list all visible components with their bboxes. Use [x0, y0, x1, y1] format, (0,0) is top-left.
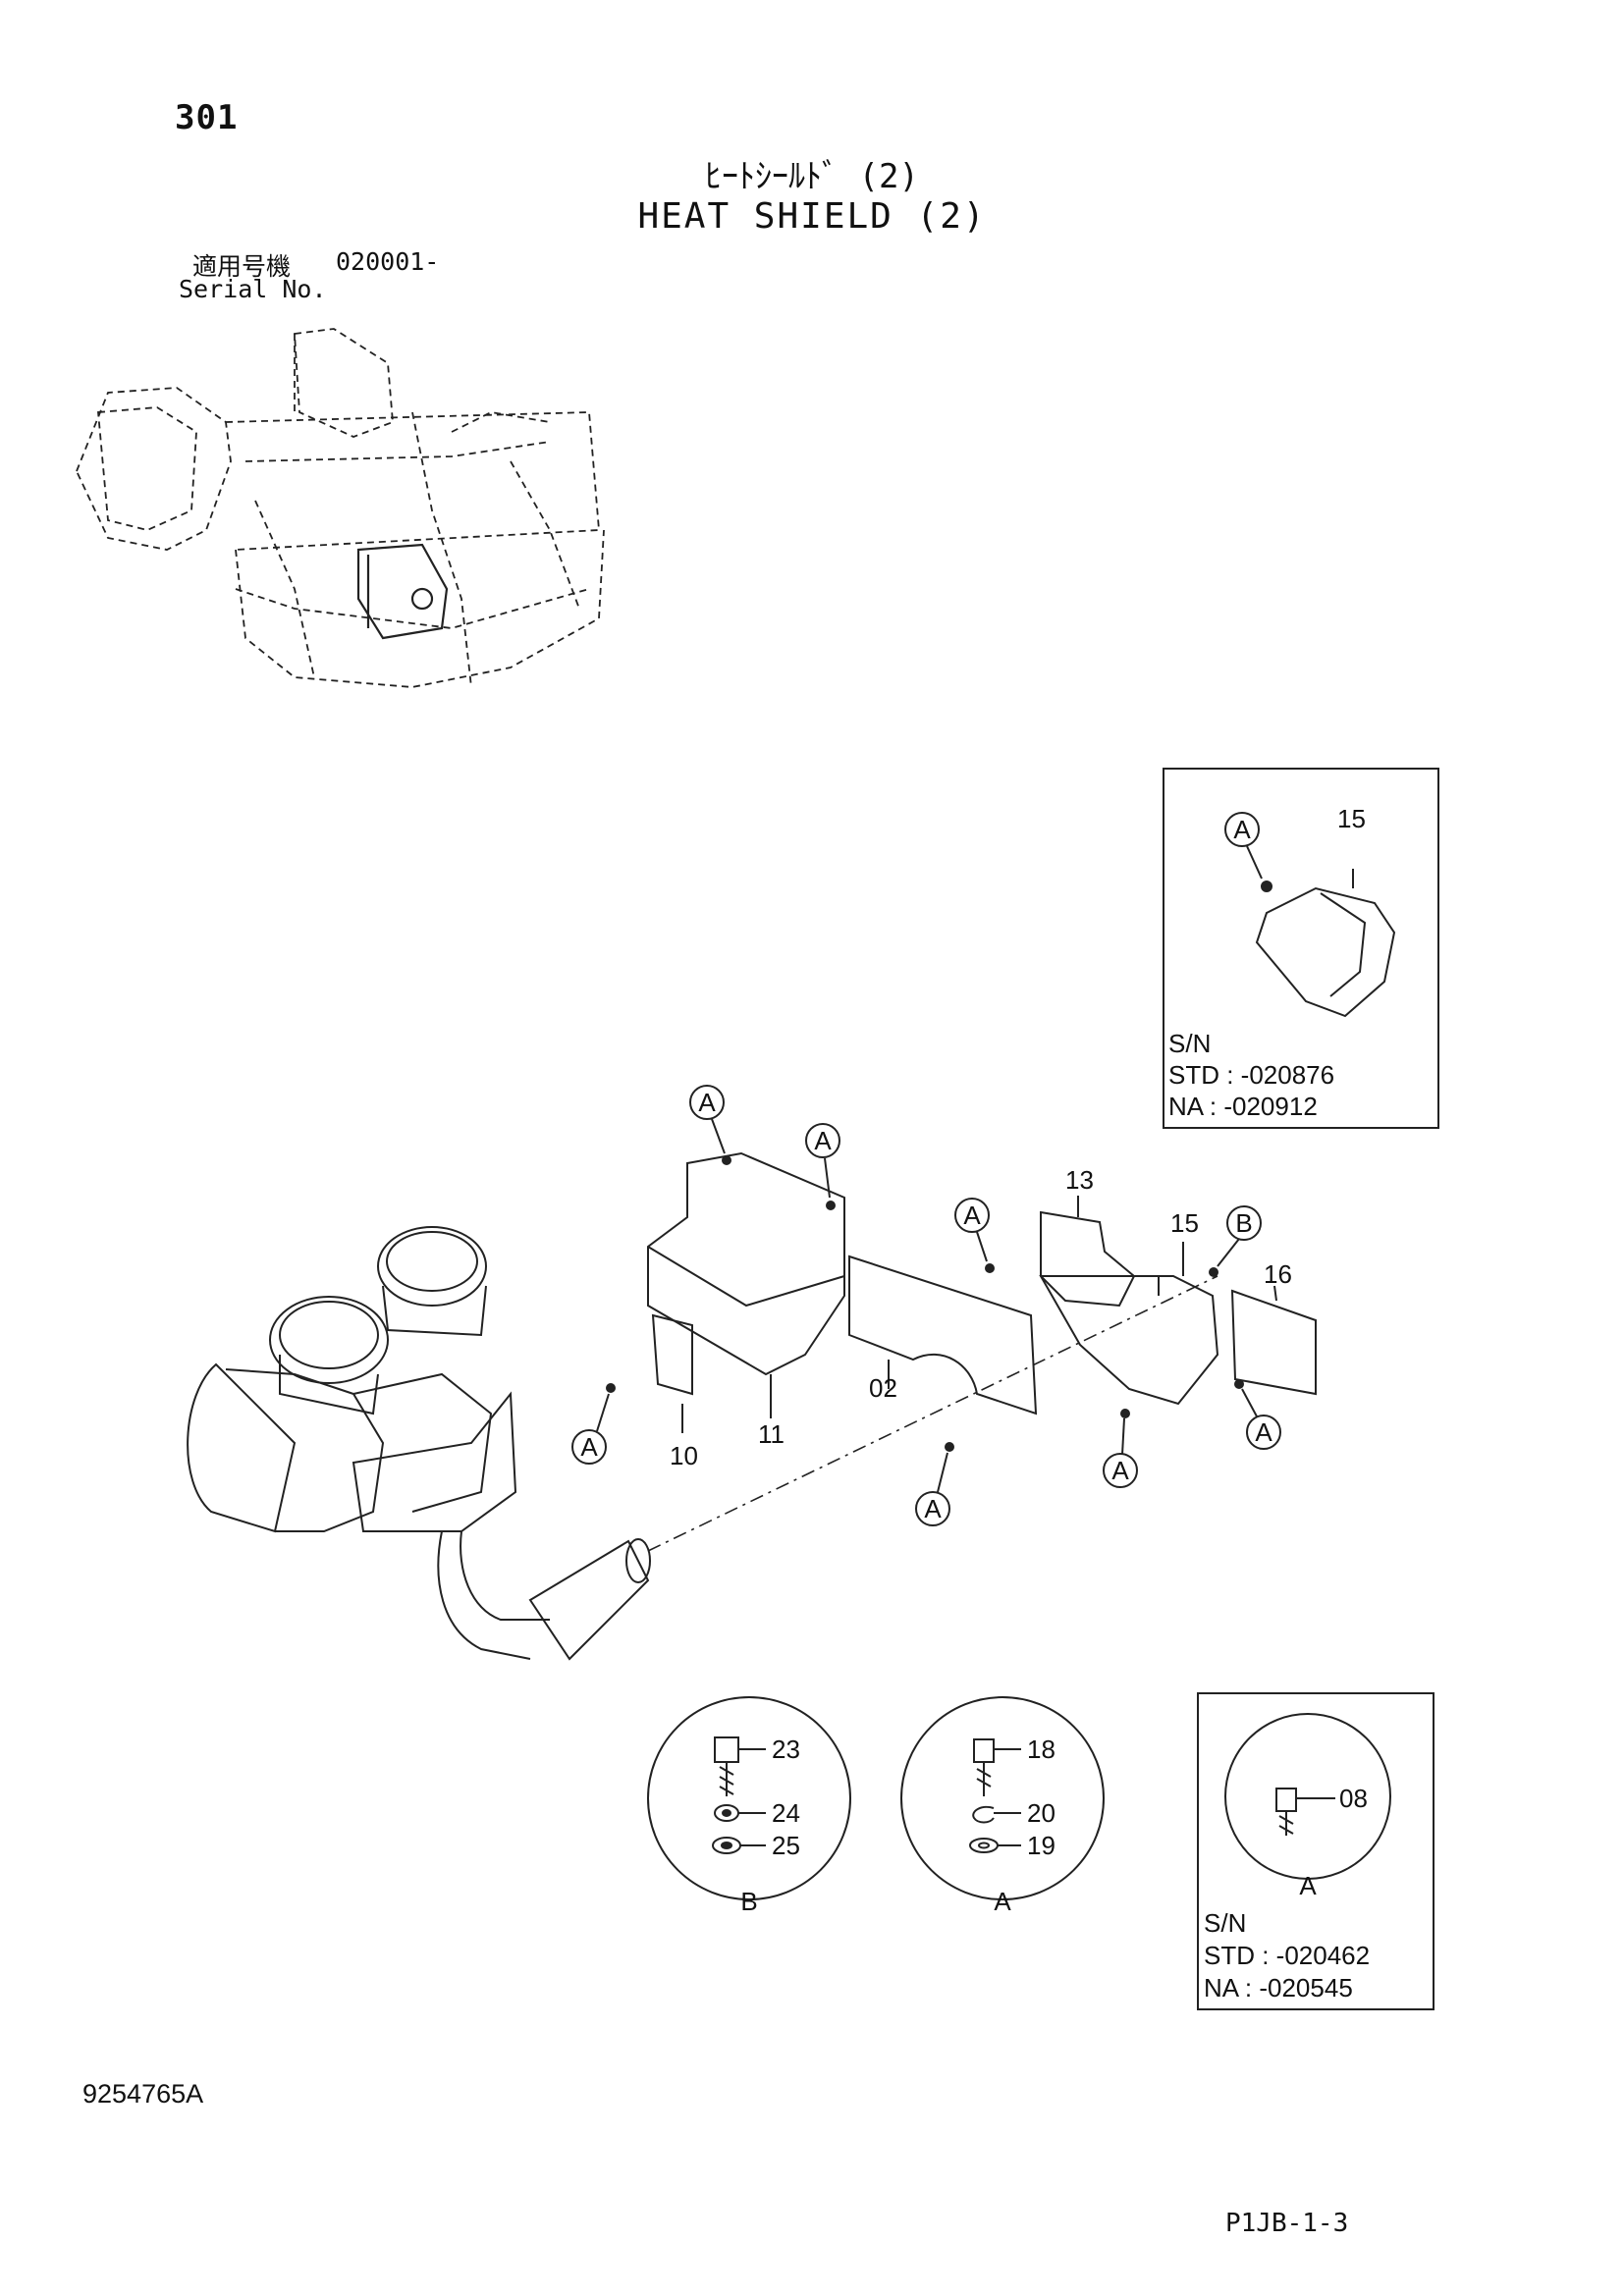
serial-label-english: Serial No.: [179, 275, 327, 303]
hex-bolt-icon-inset: [1275, 1788, 1297, 1836]
callout-label: A: [963, 1201, 981, 1230]
shield-part-16: [1230, 1289, 1317, 1396]
alignment-center-line: [647, 1275, 1218, 1552]
callout-label: A: [1111, 1456, 1129, 1485]
detail-label: B: [740, 1887, 757, 1916]
part-number: 19: [1027, 1831, 1056, 1860]
page-code: P1JB-1-3: [1225, 2209, 1349, 2238]
part-number: 24: [772, 1798, 800, 1828]
sn-label: S/N: [1168, 1029, 1211, 1058]
callout-label: A: [924, 1494, 942, 1523]
part-number: 15: [1337, 804, 1366, 833]
serial-value: 020001-: [336, 247, 440, 276]
flange-bolt-icon: [714, 1736, 739, 1796]
detail-circle-a-inset: [1224, 1713, 1391, 1880]
part-number: 18: [1027, 1735, 1056, 1764]
title-japanese: ﾋｰﾄｼｰﾙﾄﾞ (2): [705, 157, 919, 196]
callout-label: B: [1235, 1208, 1252, 1238]
shield-part-10: [651, 1313, 693, 1396]
std-serial: STD : -020462: [1204, 1941, 1370, 1970]
inset-box-top: [1163, 768, 1439, 1129]
part-number: 25: [772, 1831, 800, 1860]
document-code: 9254765A: [82, 2079, 204, 2109]
detail-label: A: [994, 1887, 1011, 1916]
machine-overview-drawing: [76, 328, 605, 688]
serial-label-japanese: 適用号機: [192, 252, 292, 281]
sn-label: S/N: [1204, 1908, 1246, 1938]
hex-bolt-icon: [973, 1738, 995, 1796]
detail-circle-b: [647, 1696, 851, 1900]
air-cleaner-assembly: [187, 1226, 651, 1661]
callout-circles: [571, 1085, 1281, 1526]
title-english: HEAT SHIELD (2): [637, 196, 987, 237]
part-number: 16: [1264, 1259, 1292, 1289]
page-number: 301: [175, 98, 239, 137]
lock-washer-icon: [972, 1805, 995, 1824]
inset-shield-part: [1255, 886, 1396, 1018]
shield-part-15: [1039, 1275, 1219, 1406]
part-number: 11: [758, 1419, 785, 1449]
na-serial: NA : -020545: [1204, 1973, 1353, 2002]
part-number: 15: [1170, 1208, 1199, 1238]
part-number: 10: [670, 1441, 698, 1470]
part-number: 13: [1065, 1165, 1094, 1195]
inset-box-bottom: [1197, 1692, 1435, 2010]
std-serial: STD : -020876: [1168, 1060, 1334, 1090]
callout-label: A: [1233, 815, 1251, 844]
shield-part-02: [848, 1255, 1038, 1415]
callout-label: A: [1255, 1417, 1272, 1447]
na-serial: NA : -020912: [1168, 1092, 1318, 1121]
part-number: 23: [772, 1735, 800, 1764]
callout-label: A: [814, 1126, 832, 1155]
heat-shield-highlight: [356, 543, 449, 640]
detail-label: A: [1299, 1871, 1317, 1900]
part-number: 20: [1027, 1798, 1056, 1828]
part-number: 08: [1339, 1784, 1368, 1813]
shield-part-13: [1040, 1210, 1136, 1308]
callout-label: A: [580, 1432, 598, 1462]
callout-circle: [1224, 812, 1260, 847]
part-number: 02: [869, 1373, 897, 1403]
callout-label: A: [698, 1088, 716, 1117]
shield-part-11: [647, 1151, 845, 1376]
detail-circle-a: [900, 1696, 1105, 1900]
